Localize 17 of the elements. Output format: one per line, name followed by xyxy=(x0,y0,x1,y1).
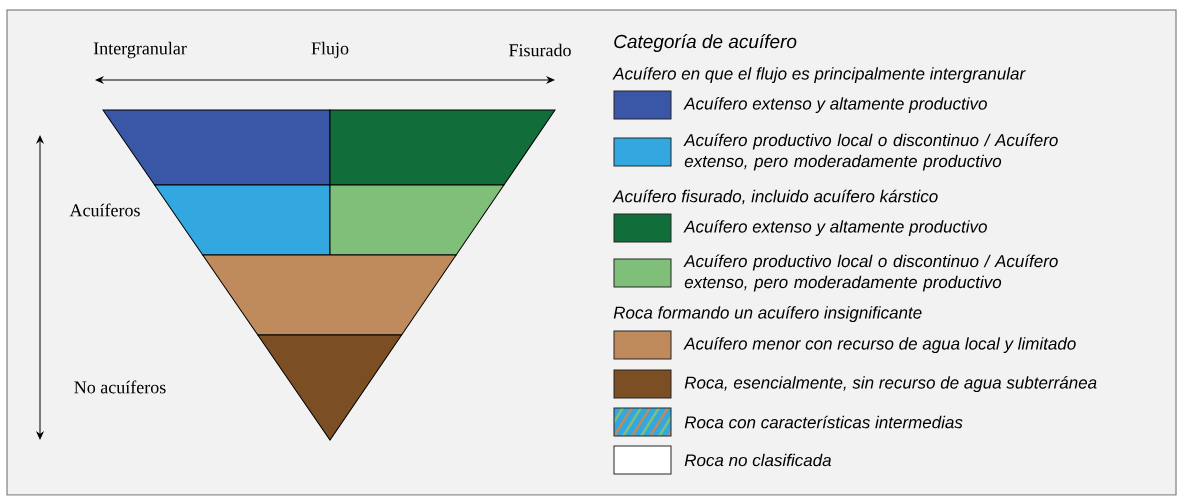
legend-heading: Roca formando un acuífero insignificante xyxy=(613,306,922,323)
legend-heading: Acuífero en que el flujo es principalmente intergranular xyxy=(612,67,1026,84)
axis-label: Intergranular xyxy=(93,41,187,59)
legend-title: Categoría de acuífero xyxy=(614,34,797,52)
axis-label: Acuíferos xyxy=(69,203,140,217)
axis-label: No acuíferos xyxy=(74,380,166,394)
legend-text: Acuífero productivo local o discontinuo / Acuífero extenso, pero moderadamente productivo xyxy=(683,254,1058,292)
axis-label: Flujo xyxy=(311,41,349,59)
axis-label: Fisurado xyxy=(509,43,571,57)
legend-text: Acuífero extenso y altamente productivo xyxy=(683,97,987,114)
legend-text: Roca con características intermedias xyxy=(684,415,963,429)
legend-heading: Acuífero fisurado, incluido acuífero kárstico xyxy=(612,189,938,205)
legend-text: Acuífero extenso y altamente productivo xyxy=(683,220,987,237)
legend-text: Acuífero productivo local o discontinuo / Acuífero extenso, pero moderadamente productivo xyxy=(683,133,1058,171)
legend-text: Roca, esencialmente, sin recurso de agua subterránea xyxy=(684,376,1097,393)
legend-text: Roca no clasificada xyxy=(684,453,831,467)
legend-text: Acuífero menor con recurso de agua local y limitado xyxy=(683,337,1076,354)
